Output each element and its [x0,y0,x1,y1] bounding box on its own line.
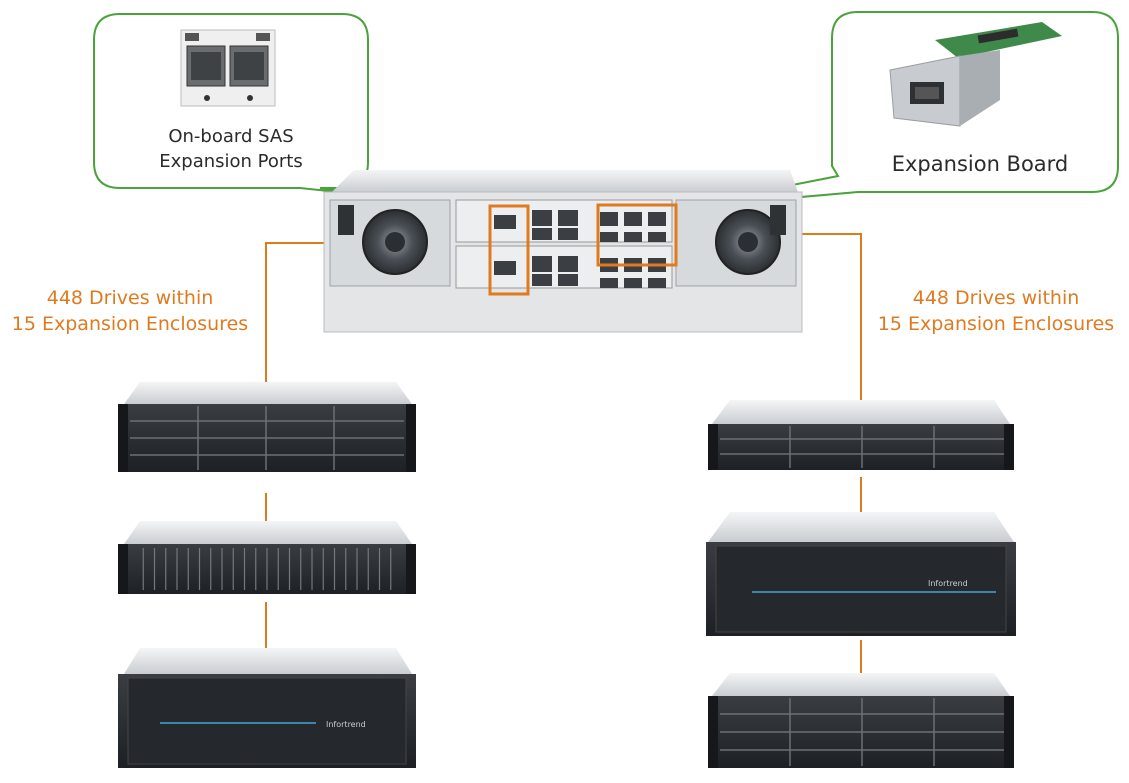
enclosure-left-1 [118,382,416,472]
sas-port-icon [180,29,276,107]
sas-port-highlight [488,204,530,296]
callout-right [675,11,1119,209]
side-label-right-line1: 448 Drives within [912,287,1080,309]
main-controller [323,170,803,333]
controller-top-panel [332,170,798,192]
callout-left-label: On-board SAS Expansion Ports [131,124,331,174]
expansion-board-highlight [596,203,678,267]
enclosure-right-1 [708,400,1014,470]
enclosure-left-3: Infortrend [118,648,416,768]
enclosure-right-3 [708,673,1014,768]
controller-modules [455,199,673,289]
side-label-left-line1: 448 Drives within [46,287,214,309]
expansion-board-icon [889,22,1062,127]
side-label-left-line2: 15 Expansion Enclosures [11,313,249,335]
brand-badge-right: Infortrend [928,579,968,588]
brand-badge-left: Infortrend [326,720,366,729]
enclosure-left-2 [118,521,416,594]
callout-left-line2: Expansion Ports [159,151,303,172]
callout-left [93,13,491,209]
callout-right-label: Expansion Board [891,152,1069,176]
enclosure-right-2: Infortrend [706,512,1016,636]
side-label-left: 448 Drives within 15 Expansion Enclosure… [4,285,256,337]
callout-left-line1: On-board SAS [168,126,294,147]
side-label-right: 448 Drives within 15 Expansion Enclosure… [870,285,1122,337]
side-label-right-line2: 15 Expansion Enclosures [877,313,1115,335]
